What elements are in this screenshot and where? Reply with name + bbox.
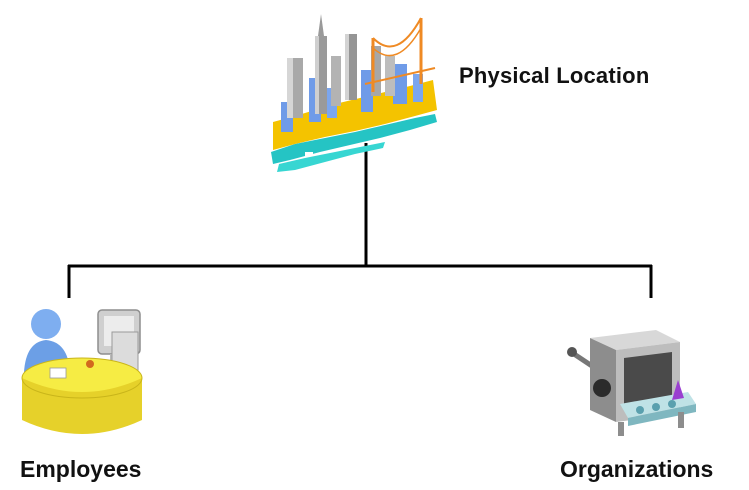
node-label-organizations: Organizations — [560, 456, 714, 482]
employee-desk-icon — [12, 302, 162, 452]
node-label-physical-location: Physical Location — [459, 63, 650, 88]
conveyor-machine-icon — [560, 318, 700, 453]
city-skyline-icon — [265, 12, 445, 182]
node-label-employees: Employees — [20, 456, 142, 482]
